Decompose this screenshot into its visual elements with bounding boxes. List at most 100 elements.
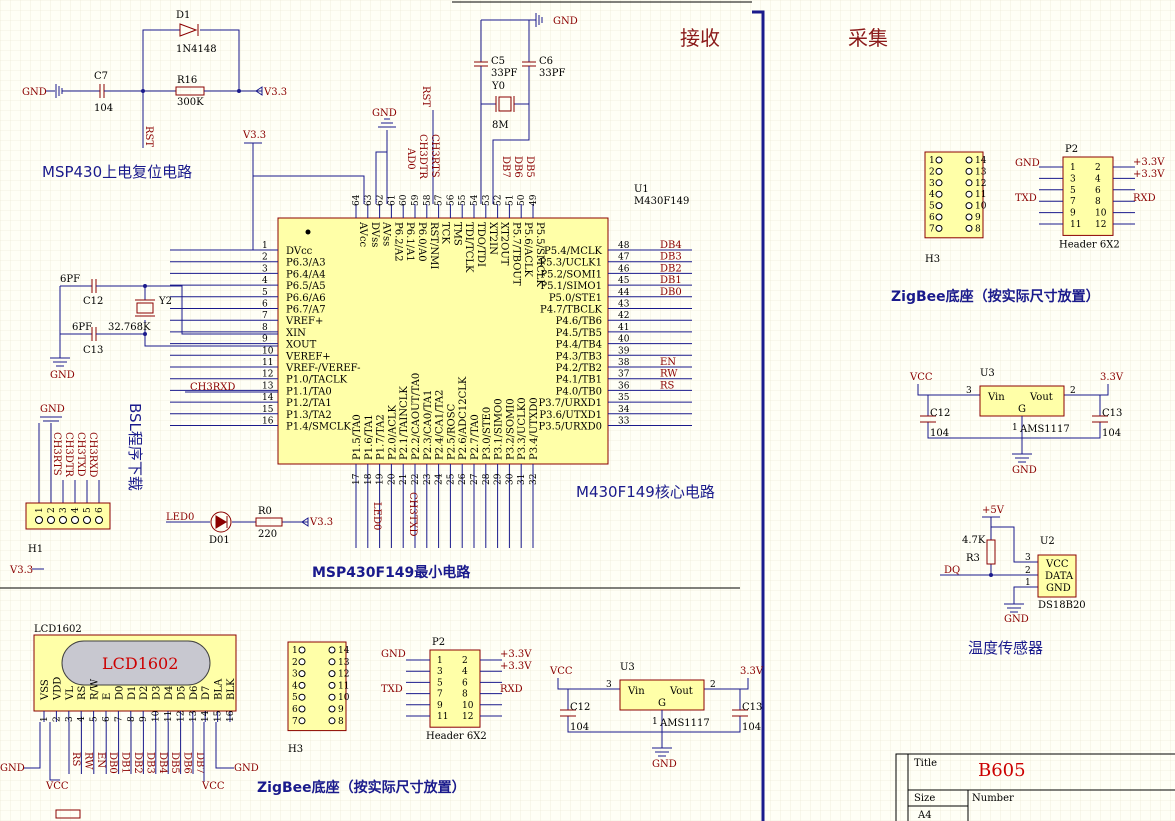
h3-pin [298, 717, 306, 725]
bsl-pin-num: 2 [47, 507, 57, 513]
reset-gnd-label: GND [22, 87, 47, 98]
bsl-caption: BSL程序下载 [126, 403, 144, 491]
mcu-bottom-pin-num: 18 [364, 473, 374, 485]
h3-right-num: 14 [338, 646, 350, 656]
r3-ref: R3 [966, 553, 980, 564]
mcu-top-pin-name: DVss [369, 222, 380, 247]
bsl-pin-num: 4 [71, 507, 81, 513]
lcd-net-label: DB3 [144, 752, 155, 774]
h3-body [924, 151, 984, 239]
reg-cin-ref: C12 [570, 702, 590, 713]
h3-pin [965, 202, 973, 210]
lcd-net-label: DB2 [132, 752, 143, 774]
lcd-pin-name: BLA [214, 678, 225, 700]
lcd-pin-name: D7 [201, 686, 212, 700]
lcd-pin-name: BLK [226, 678, 237, 700]
mcu-right-pin-name: P4.6/TB6 [556, 316, 602, 327]
bsl-pin-num: 3 [59, 507, 69, 513]
h3-left-num: 7 [929, 224, 935, 234]
reg-g: G [1018, 404, 1026, 415]
p2-left-num: 1 [1070, 163, 1076, 173]
h3-left-num: 4 [929, 190, 935, 200]
section-divider [752, 10, 765, 821]
reg-cout-ref: C13 [742, 702, 762, 713]
h3-pin [965, 224, 973, 232]
mcu-left-pin-name: P1.2/TA1 [286, 398, 332, 409]
mcu-top-pin-num: 59 [411, 194, 421, 206]
bsl-pin-num: 1 [35, 507, 45, 513]
reg-ref: U3 [620, 662, 635, 673]
p2-left-num: 3 [437, 667, 443, 677]
h3-left-num: 7 [292, 717, 298, 727]
mcu-bottom-pin-num: 22 [411, 474, 421, 485]
mcu-left-pin-name: P1.4/SMCLK [286, 422, 351, 433]
mcu-left-pin-num: 5 [262, 288, 268, 298]
dvcc-v33-label: V3.3 [242, 130, 266, 141]
mcu-right-pin-name: P3.6/UTXD1 [539, 410, 602, 421]
y0-value: 8M [492, 120, 509, 131]
h3-right-num: 13 [975, 167, 987, 177]
lcd-net-label: DB1 [120, 752, 131, 774]
mcu-top-pin-num: 62 [376, 195, 386, 206]
led-ref: D01 [209, 535, 230, 546]
p2-right-num: 12 [462, 712, 473, 722]
c12-lf-ref: C12 [83, 296, 103, 307]
reset-rst-net: RST [143, 126, 154, 147]
mcu-top-pin-name: P5.6/ACLK [522, 222, 533, 278]
p2-v33b: +3.3V [500, 661, 532, 672]
mcu-top-pin-num: 54 [470, 194, 480, 206]
h3-pin [935, 213, 943, 221]
y2-value: 32.768K [108, 322, 151, 333]
reg-cap-wires [567, 689, 741, 748]
mcu-left-pin-name: P6.7/A7 [286, 305, 326, 316]
mcu-bottom-pin-num: 31 [517, 474, 527, 485]
p2-right-num: 4 [462, 667, 468, 677]
p2-right-num: 4 [1095, 174, 1101, 184]
p2-ref: P2 [1065, 144, 1078, 155]
mcu-top-pin-num: 64 [352, 194, 362, 206]
reg-gnd-symbol [1012, 453, 1032, 463]
lcd-net-label: DB6 [182, 752, 193, 774]
lcd-pin-name: RS [77, 685, 88, 700]
mcu-bottom-pin-name: P1.6/TA1 [364, 414, 375, 460]
mcu-bottom-pin-name: P2.3/CA0/TA1 [423, 390, 434, 460]
top-rst-net: RST [420, 86, 431, 107]
p2-left-num: 3 [1070, 174, 1076, 184]
mcu-right-pin-name: P4.1/TB1 [556, 375, 602, 386]
mcu-left-pin-num: 1 [262, 241, 268, 251]
p2-gnd: GND [1015, 158, 1040, 169]
r3-value: 4.7K [962, 535, 986, 546]
mcu-left-pin-num: 2 [262, 253, 268, 263]
mcu-right-pin-name: P4.2/TB2 [556, 363, 602, 374]
reg-pin-g: 1 [652, 717, 658, 727]
h3-right-num: 14 [975, 156, 987, 166]
h3-pin [965, 179, 973, 187]
mcu-bottom-pin-num: 29 [494, 473, 504, 485]
lcd-pin-num: 9 [139, 716, 149, 722]
mcu-left-pin-name: DVcc [286, 246, 313, 257]
p2-right-num: 10 [1095, 209, 1107, 219]
reg-vin: Vin [987, 392, 1005, 403]
p2-gnd: GND [381, 649, 406, 660]
lcd-pin-num: 2 [52, 716, 62, 722]
mcu-bottom-pin-name: P2.4/CA1/TA2 [435, 390, 446, 460]
h3-pin [328, 681, 336, 689]
lcd-pin-num: 10 [152, 710, 162, 722]
p2-v33b: +3.3V [1133, 169, 1165, 180]
reg-cap-wires [927, 395, 1101, 454]
zigbee-right-caption: ZigBee底座（按实际尺寸放置） [891, 288, 1100, 305]
mcu-top-pin-num: 52 [494, 195, 504, 206]
c7-ref: C7 [94, 71, 108, 82]
mcu-top-pin-num: 56 [446, 194, 456, 206]
lcd-vcc-left: VCC [45, 781, 69, 792]
p2-left-num: 11 [437, 712, 448, 722]
reg-vout: Vout [1029, 392, 1053, 403]
mcu-bottom-pin-num: 17 [352, 473, 362, 485]
p2-right-num: 2 [462, 656, 468, 666]
mcu-bottom-pin-name: P2.0/ACLK [387, 404, 398, 460]
lcd-pin-name: VSS [40, 679, 51, 701]
ds18b20: +5V 4.7K R3 DQ GND 3 2 1 U2 VCC DATA GND… [940, 505, 1086, 625]
p2-left-num: 5 [1070, 186, 1076, 196]
